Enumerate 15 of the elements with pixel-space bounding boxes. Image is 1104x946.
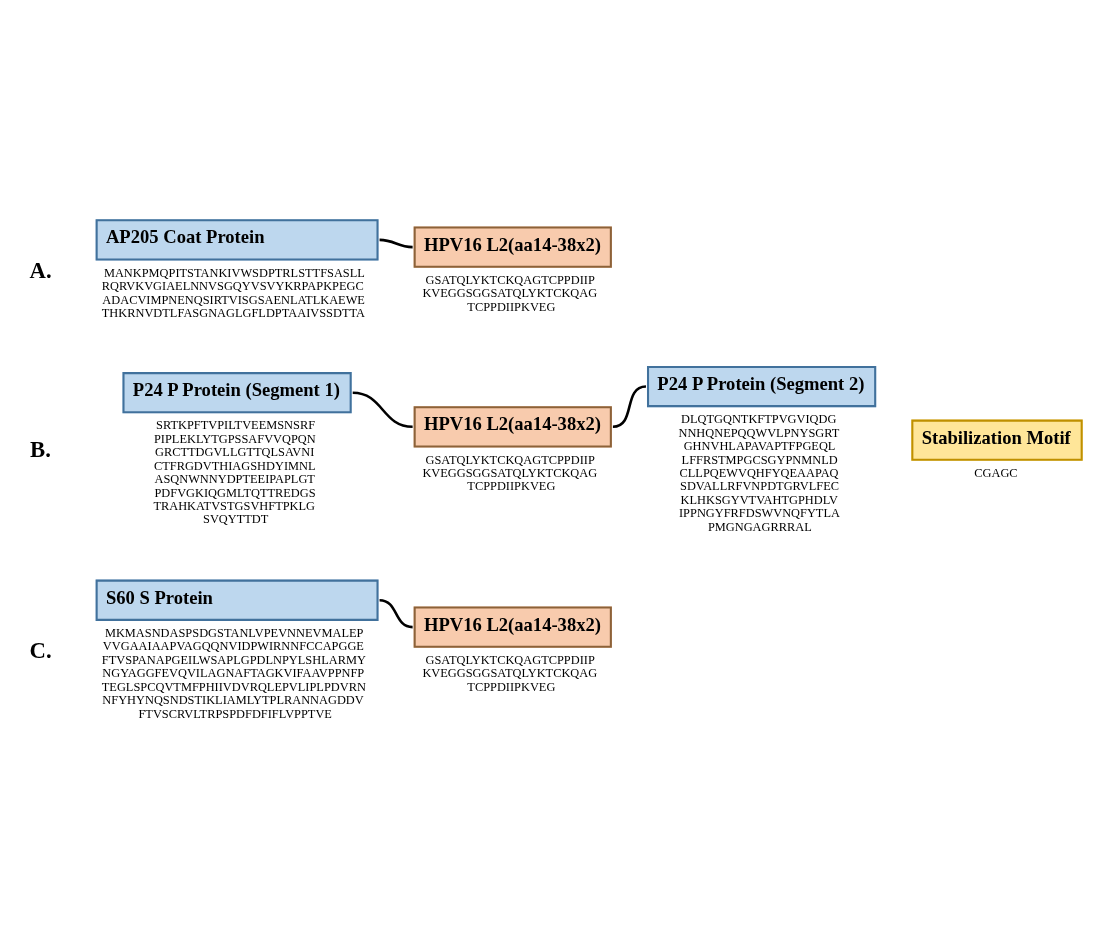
connector <box>379 238 413 249</box>
node-label: MANKPMQPITSTANKIVWSDPTRLSTTFSASLL RQRVKVGIAELNNVSGQYVSVYKRPAPKPEGC ADACVIMPNENQSIRTVISGSAENLATLKAEWE THKRNVDTLFASGNAGLGFLDPTAAIVSSDTTA <box>101 265 365 320</box>
node-label: DLQTGQNTKFTPVGVIQDG NNHQNEPQQWVLPNYSGRT GHNVHLAPAVAPTFPGEQL LFFRSTMPGCSGYPNMNLD CLLPQEWVQHFYQEAAPAQ SDVALLRFVNPDTGRVLFEC KLHKSGYVTVAHTGPHDLV IPPNGYFRFDSWVNQFYTLA PMGNGAGRRRAL <box>678 412 840 534</box>
connector <box>379 598 413 629</box>
label: A. <box>29 257 52 283</box>
node-label: GSATQLYKTCKQAGTCPPDIIP KVEGGSGGSATQLYKTCKQAG TCPPDIIPKVEG <box>422 652 598 694</box>
node-label: MKMASNDASPSDGSTANLVPEVNNEVMALEP VVGAAIAAPVAGQQNVIDPWIRNNFCCAPGGE FTVSPANAPGEILWSAPLGPDLNPYLSHLARMY NGYAGGFEVQVILAGNAFTAGKVIFAAVPPNFP TEGLSPCQVTMFPHIIVDVRQLEPVLIPLPDVRN NFYHYNQSNDSTIKLIAMLYTPLRANNAGDDV FTVSCRVLTRPSPDFDFIFLVPPTVE <box>101 626 366 721</box>
node-label: SRTKPFTVPILTVEEMSNSRF PIPLEKLYTGPSSAFVVQPQN GRCTTDGVLLGTTQLSAVNI CTFRGDVTHIAGSHDYIMNL ASQNWNNYDPTEEIPAPLGT PDFVGKIQGMLTQTTREDGS TRAHKATVSTGSVHFTPKLG SVQYTTDT <box>153 418 316 527</box>
node-label: CGAGC <box>974 465 1018 480</box>
connector <box>612 385 647 429</box>
node-label: GSATQLYKTCKQAGTCPPDIIP KVEGGSGGSATQLYKTCKQAG TCPPDIIPKVEG <box>422 272 598 314</box>
label: B. <box>30 437 51 463</box>
connector <box>352 391 413 429</box>
label: C. <box>29 637 52 663</box>
node-label: GSATQLYKTCKQAGTCPPDIIP KVEGGSGGSATQLYKTCKQAG TCPPDIIPKVEG <box>422 452 598 494</box>
